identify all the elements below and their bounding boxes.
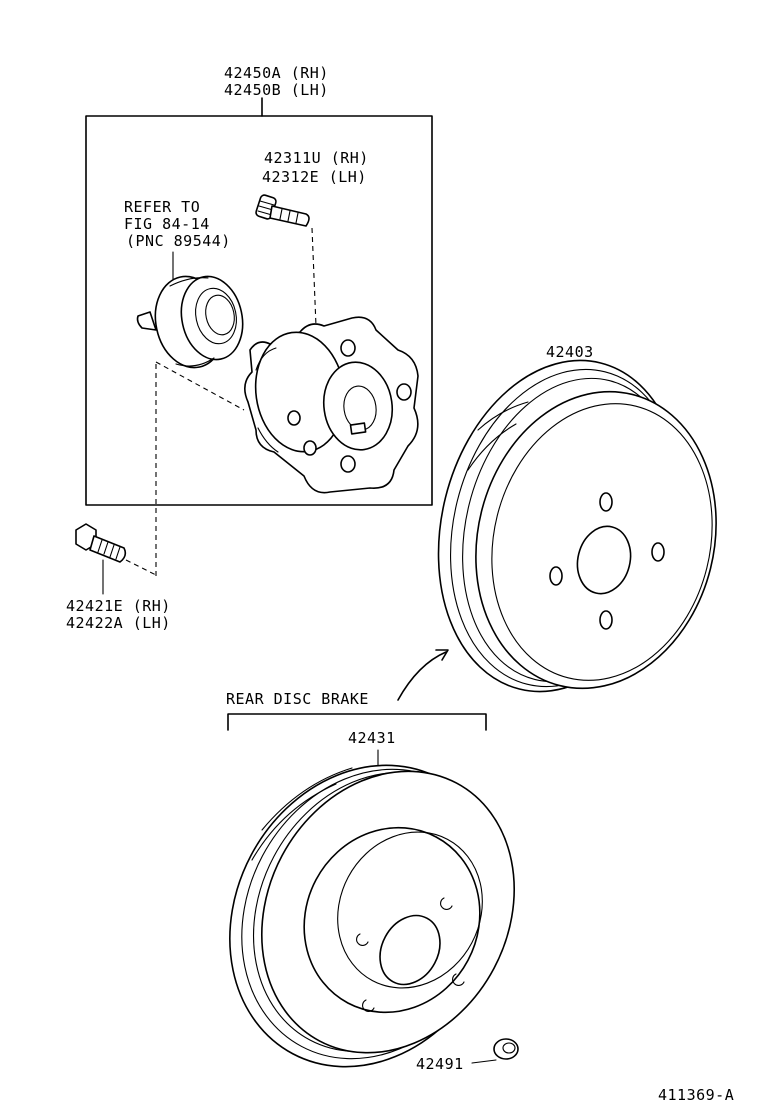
section-label: REAR DISC BRAKE	[226, 690, 369, 708]
mount-bolt-group[interactable]: 42421E (RH) 42422A (LH)	[66, 361, 245, 632]
hub-assembly-group[interactable]: 42450A (RH) 42450B (LH)	[85, 64, 433, 506]
mount-bolt-label-rh: 42421E (RH)	[66, 597, 171, 615]
bearing-ref-line1: REFER TO	[124, 198, 200, 216]
disc-rotor-group[interactable]: 42431	[178, 717, 563, 1112]
brake-drum-icon	[437, 359, 717, 693]
hub-flange-icon	[244, 316, 419, 494]
disc-rotor-label: 42431	[348, 729, 396, 747]
hub-bolt-leader	[311, 227, 317, 327]
bearing-ref-line3: (PNC 89544)	[126, 232, 231, 250]
hub-assembly-label-rh: 42450A (RH)	[224, 64, 329, 82]
bearing-ref-line2: FIG 84-14	[124, 215, 210, 233]
hub-bolt-label-rh: 42311U (RH)	[264, 149, 369, 167]
hub-bolt-group[interactable]: 42311U (RH) 42312E (LH)	[255, 149, 369, 327]
hub-bolt-label-lh: 42312E (LH)	[262, 168, 367, 186]
mount-bolt-icon	[75, 523, 127, 563]
brake-drum-group[interactable]: 42403	[397, 334, 747, 717]
brake-drum-label: 42403	[546, 343, 594, 361]
bearing-icon	[136, 275, 244, 369]
hub-assembly-box	[85, 115, 433, 506]
mount-bolt-dash-a	[125, 559, 159, 577]
plug-icon	[493, 1038, 519, 1060]
drum-callout-arrow	[397, 651, 447, 701]
mount-bolt-dash-c	[155, 361, 245, 411]
plug-label: 42491	[416, 1055, 464, 1073]
bearing-ref-group[interactable]: REFER TO FIG 84-14 (PNC 89544)	[124, 198, 250, 374]
plug-group[interactable]: 42491	[416, 1038, 519, 1073]
plug-leader	[471, 1059, 497, 1064]
disc-rotor-icon	[229, 764, 515, 1068]
figure-code: 411369-A	[658, 1086, 734, 1104]
section-bracket	[227, 713, 487, 731]
mount-bolt-label-lh: 42422A (LH)	[66, 614, 171, 632]
drum-callout-arrowhead	[435, 649, 449, 661]
hub-bolt-icon	[255, 194, 310, 227]
rear-disc-brake-section[interactable]: REAR DISC BRAKE	[226, 690, 487, 731]
hub-assembly-label-lh: 42450B (LH)	[224, 81, 329, 99]
